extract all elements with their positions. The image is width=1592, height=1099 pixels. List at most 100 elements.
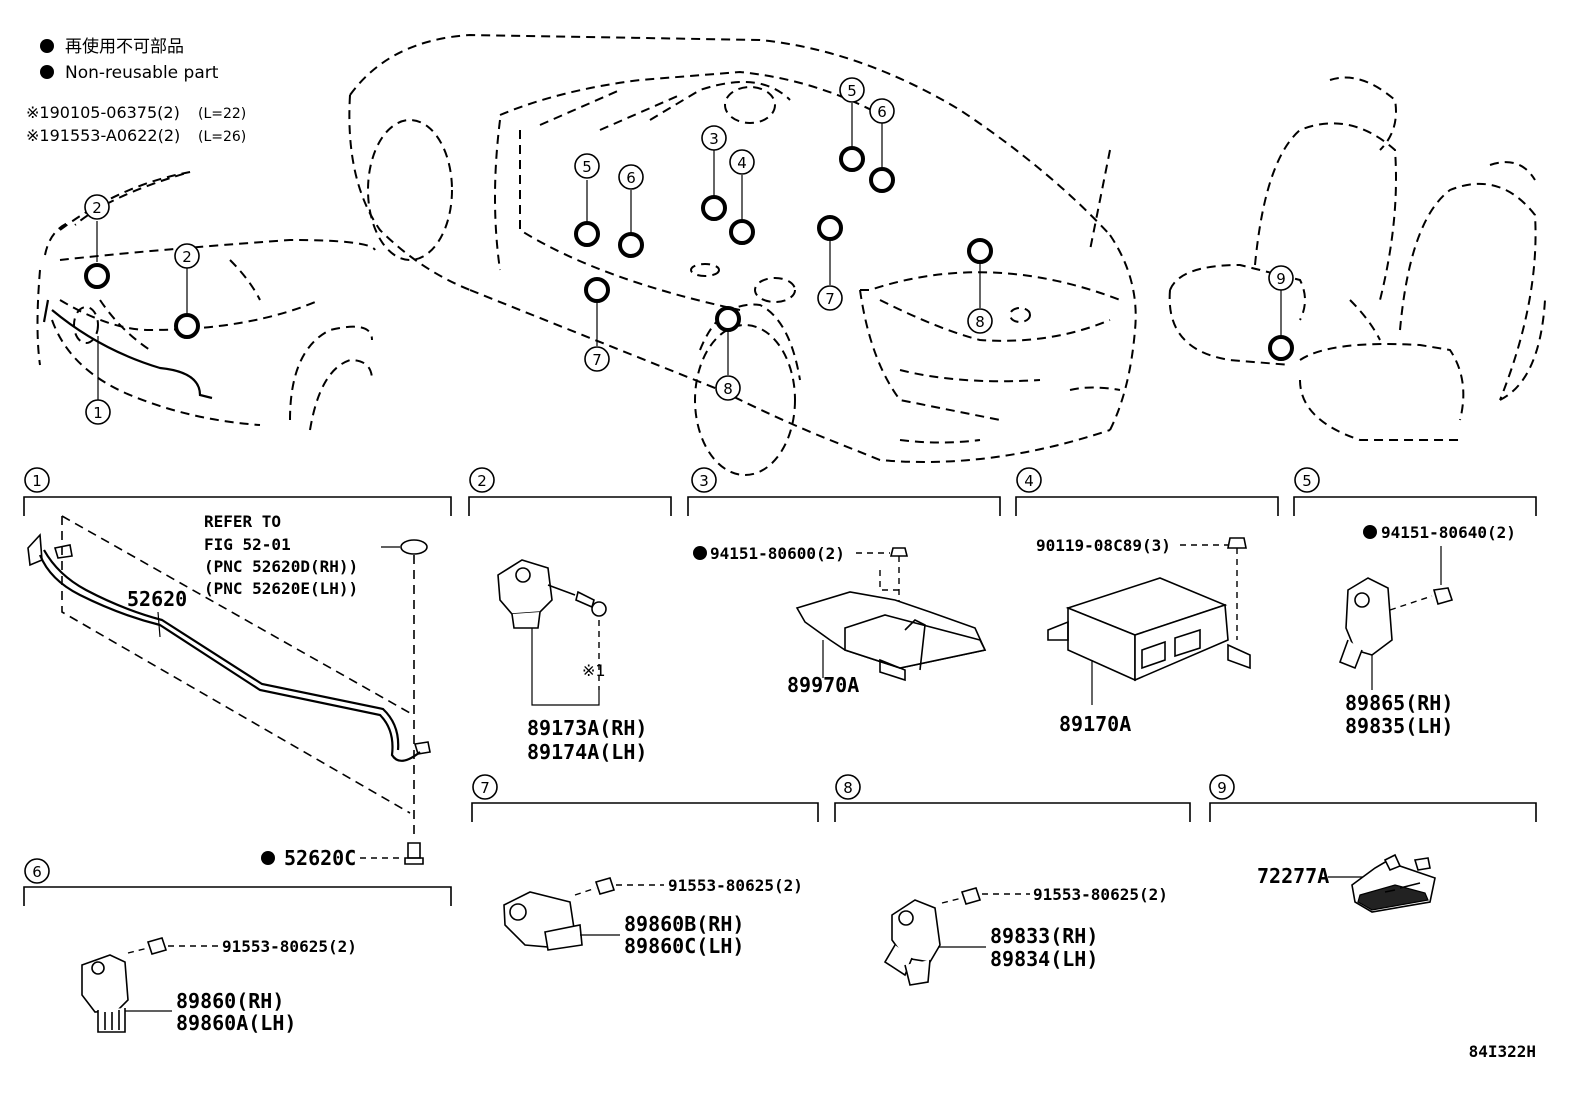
part-52620C: 52620C (284, 846, 356, 870)
callout-2b: 2 (174, 243, 200, 339)
section-4-airbag-ecu: 90119-08C89(3) 89170A (1036, 536, 1251, 736)
svg-text:3: 3 (699, 472, 709, 490)
svg-text:5: 5 (1302, 472, 1312, 490)
refer-line-3: (PNC 52620D(RH)) (204, 557, 358, 576)
svg-text:2: 2 (477, 472, 487, 490)
part-89834: 89834(LH) (990, 947, 1098, 971)
note-ref-1: ※1 (582, 661, 606, 680)
refer-line-2: FIG 52-01 (204, 535, 291, 554)
bolt-91553-80625-s7: 91553-80625(2) (668, 876, 803, 895)
svg-text:7: 7 (825, 290, 835, 308)
svg-text:3: 3 (709, 130, 719, 148)
part-89865: 89865(RH) (1345, 691, 1453, 715)
svg-text:9: 9 (1276, 270, 1286, 288)
section-6-sensor: 91553-80625(2) 89860(RH) 89860A(LH) (81, 937, 357, 1035)
section-num-3: 3 (691, 467, 717, 493)
note-2-length: (L=26) (198, 129, 246, 145)
non-reusable-dot-icon (1363, 525, 1377, 539)
svg-text:5: 5 (847, 82, 857, 100)
bolt-94151-80640: 94151-80640(2) (1381, 523, 1516, 542)
part-89833: 89833(RH) (990, 924, 1098, 948)
callout-markers: 1 2 2 3 4 5 6 5 (84, 77, 1294, 425)
svg-text:8: 8 (975, 313, 985, 331)
section-num-8: 8 (835, 774, 861, 800)
callout-5b: 5 (839, 77, 865, 172)
non-reusable-dot-icon (261, 851, 275, 865)
callout-4: 4 (729, 149, 755, 245)
callout-7a: 7 (817, 215, 843, 311)
section-num-5: 5 (1294, 467, 1320, 493)
callout-8a: 8 (967, 238, 993, 334)
callout-1: 1 (85, 399, 111, 425)
section-num-1: 1 (24, 467, 50, 493)
section-9-sensor: 72277A (1257, 853, 1436, 913)
bolt-90119-08C89: 90119-08C89(3) (1036, 536, 1171, 555)
section-1-wire-harness: REFER TO FIG 52-01 (PNC 52620D(RH)) (PNC… (27, 512, 431, 870)
legend-en: Non-reusable part (65, 63, 219, 83)
svg-text:2: 2 (92, 199, 102, 217)
section-num-4: 4 (1016, 467, 1042, 493)
callout-3: 3 (701, 125, 727, 221)
section-num-6: 6 (24, 858, 50, 884)
svg-text:7: 7 (592, 351, 602, 369)
non-reusable-dot-icon (693, 546, 707, 560)
legend-ja: 再使用不可部品 (65, 36, 184, 57)
refer-line-4: (PNC 52620E(LH)) (204, 579, 358, 598)
non-reusable-dot-icon (40, 39, 54, 53)
part-89860A: 89860A(LH) (176, 1011, 296, 1035)
svg-text:4: 4 (1024, 472, 1034, 490)
svg-text:2: 2 (182, 248, 192, 266)
svg-text:9: 9 (1217, 779, 1227, 797)
part-89860B: 89860B(RH) (624, 912, 744, 936)
part-89835: 89835(LH) (1345, 714, 1453, 738)
section-num-2: 2 (469, 467, 495, 493)
callout-7b: 7 (584, 277, 610, 372)
svg-text:7: 7 (480, 779, 490, 797)
section-2-front-sensor: ※1 89173A(RH) 89174A(LH) (497, 559, 647, 764)
svg-text:5: 5 (582, 158, 592, 176)
figure-id: 84I322H (1469, 1042, 1536, 1061)
section-num-7: 7 (472, 774, 498, 800)
callout-2a: 2 (84, 194, 110, 289)
note-1: ※190105-06375(2) (26, 103, 180, 122)
part-89860: 89860(RH) (176, 989, 284, 1013)
svg-text:4: 4 (737, 154, 747, 172)
callout-6b: 6 (869, 98, 895, 193)
legend: 再使用不可部品 Non-reusable part ※190105-06375(… (26, 36, 246, 145)
svg-text:8: 8 (723, 380, 733, 398)
note-1-length: (L=22) (198, 106, 246, 122)
svg-text:6: 6 (32, 863, 42, 881)
note-2: ※191553-A0622(2) (26, 126, 180, 145)
bolt-94151-80600: 94151-80600(2) (710, 544, 845, 563)
part-89174A: 89174A(LH) (527, 740, 647, 764)
section-brackets: 1 2 3 4 5 6 7 8 9 (23, 467, 1537, 906)
section-3-ecu: 94151-80600(2) 89970A (693, 544, 987, 697)
callout-5a: 5 (574, 153, 600, 247)
seats-sketch (1168, 76, 1546, 441)
front-bumper-sketch (36, 171, 376, 431)
car-body-sketch (348, 33, 1137, 476)
section-5-sensor: 94151-80640(2) 89865(RH) 89835(LH) (1338, 523, 1516, 738)
svg-text:6: 6 (877, 103, 887, 121)
section-7-sensor: 91553-80625(2) 89860B(RH) 89860C(LH) (503, 876, 803, 958)
svg-text:8: 8 (843, 779, 853, 797)
part-52620: 52620 (127, 587, 187, 611)
callout-8b: 8 (715, 306, 741, 401)
bolt-91553-80625-s8: 91553-80625(2) (1033, 885, 1168, 904)
refer-line-1: REFER TO (204, 512, 281, 531)
svg-text:1: 1 (93, 404, 103, 422)
section-num-9: 9 (1209, 774, 1235, 800)
svg-text:1: 1 (32, 472, 42, 490)
part-89173A: 89173A(RH) (527, 716, 647, 740)
bolt-91553-80625-s6: 91553-80625(2) (222, 937, 357, 956)
svg-text:6: 6 (626, 169, 636, 187)
section-8-sensor: 91553-80625(2) 89833(RH) 89834(LH) (883, 885, 1168, 986)
callout-6a: 6 (618, 164, 644, 258)
part-89170A: 89170A (1059, 712, 1131, 736)
callout-9: 9 (1268, 265, 1294, 361)
part-89970A: 89970A (787, 673, 859, 697)
non-reusable-dot-icon (40, 65, 54, 79)
part-72277A: 72277A (1257, 864, 1329, 888)
part-89860C: 89860C(LH) (624, 934, 744, 958)
